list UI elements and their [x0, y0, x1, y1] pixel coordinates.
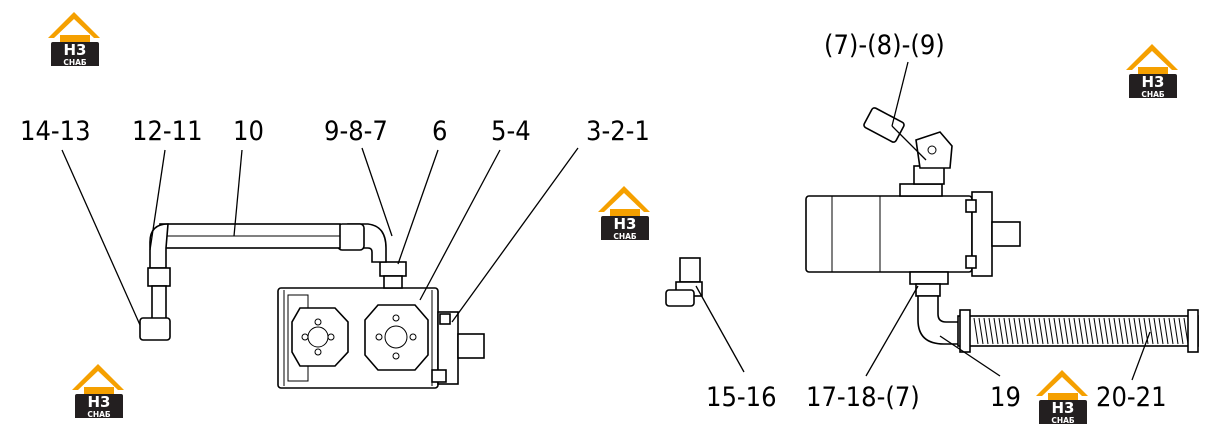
left-assembly-drawing [139, 223, 485, 389]
callout-label: 14-13 [20, 116, 91, 147]
callout-label: 15-16 [706, 382, 777, 413]
callout-label: 20-21 [1096, 382, 1167, 413]
callout-label: 12-11 [132, 116, 203, 147]
callout-label: 19 [990, 382, 1021, 413]
brand-logo [598, 186, 650, 241]
callout-label: 6 [432, 116, 447, 147]
brand-logo [72, 364, 124, 419]
right-assembly-drawing [665, 77, 1199, 353]
callout-label: 5-4 [491, 116, 531, 147]
right-leader-lines [695, 61, 1151, 381]
callout-label: (7)-(8)-(9) [824, 30, 945, 61]
brand-logo [1126, 44, 1178, 99]
callout-label: 3-2-1 [586, 116, 650, 147]
callout-label: 9-8-7 [324, 116, 388, 147]
brand-logo [1036, 370, 1088, 425]
left-leader-lines [61, 147, 579, 326]
brand-logo [48, 12, 100, 67]
callout-label: 10 [233, 116, 264, 147]
callout-label: 17-18-(7) [806, 382, 920, 413]
